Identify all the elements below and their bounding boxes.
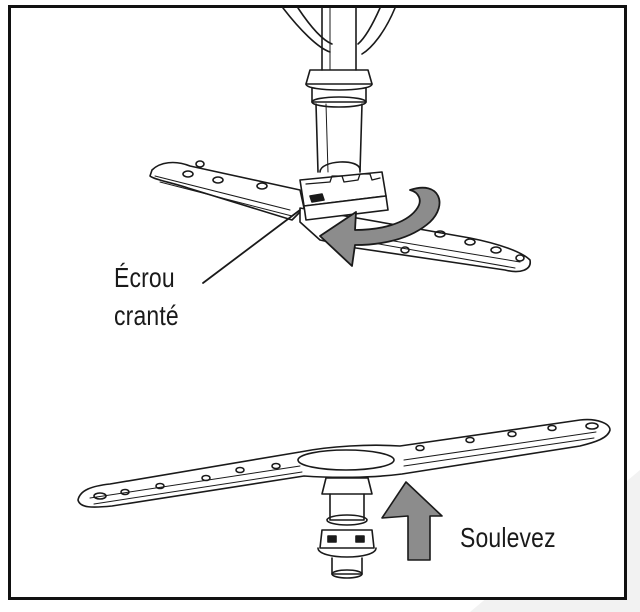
nut-leader-line <box>202 209 301 284</box>
curved-rotate-arrow-icon <box>319 186 441 267</box>
nut-label-line1: Écrou <box>114 262 175 293</box>
lift-label: Soulevez <box>460 522 556 553</box>
up-arrow-icon <box>381 481 443 561</box>
nut-label-line2: cranté <box>114 300 179 331</box>
lower-spray-arm-illustration <box>77 418 611 579</box>
upper-assembly-illustration <box>149 7 531 273</box>
